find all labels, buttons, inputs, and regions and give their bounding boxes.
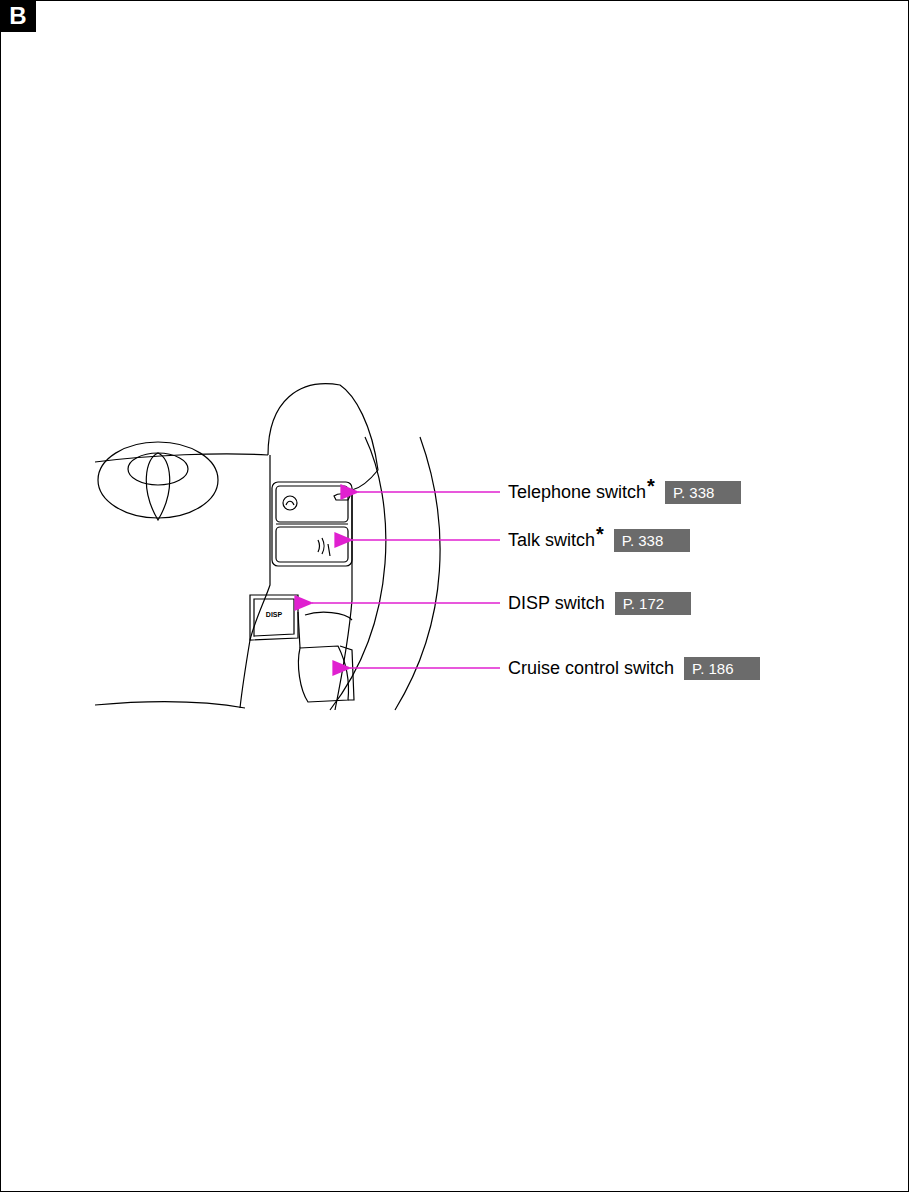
footnote-mark: * (596, 523, 604, 546)
button-legend: DISP (266, 611, 282, 618)
callout-row: Cruise control switch P. 186 (508, 657, 760, 680)
page-reference: P. 338 (614, 529, 690, 552)
part-name: Cruise control switch (508, 658, 674, 679)
section-tag: B (0, 0, 36, 32)
part-name: Telephone switch (508, 482, 646, 503)
page-reference: P. 186 (684, 657, 760, 680)
callout-row: DISP switch P. 172 (508, 592, 691, 615)
part-name: Talk switch (508, 530, 595, 551)
page-reference: P. 338 (665, 481, 741, 504)
footnote-mark: * (647, 475, 655, 498)
part-name: DISP switch (508, 593, 605, 614)
callout-row: Telephone switch*P. 338 (508, 481, 741, 504)
page-reference: P. 172 (615, 592, 691, 615)
callout-row: Talk switch*P. 338 (508, 529, 690, 552)
